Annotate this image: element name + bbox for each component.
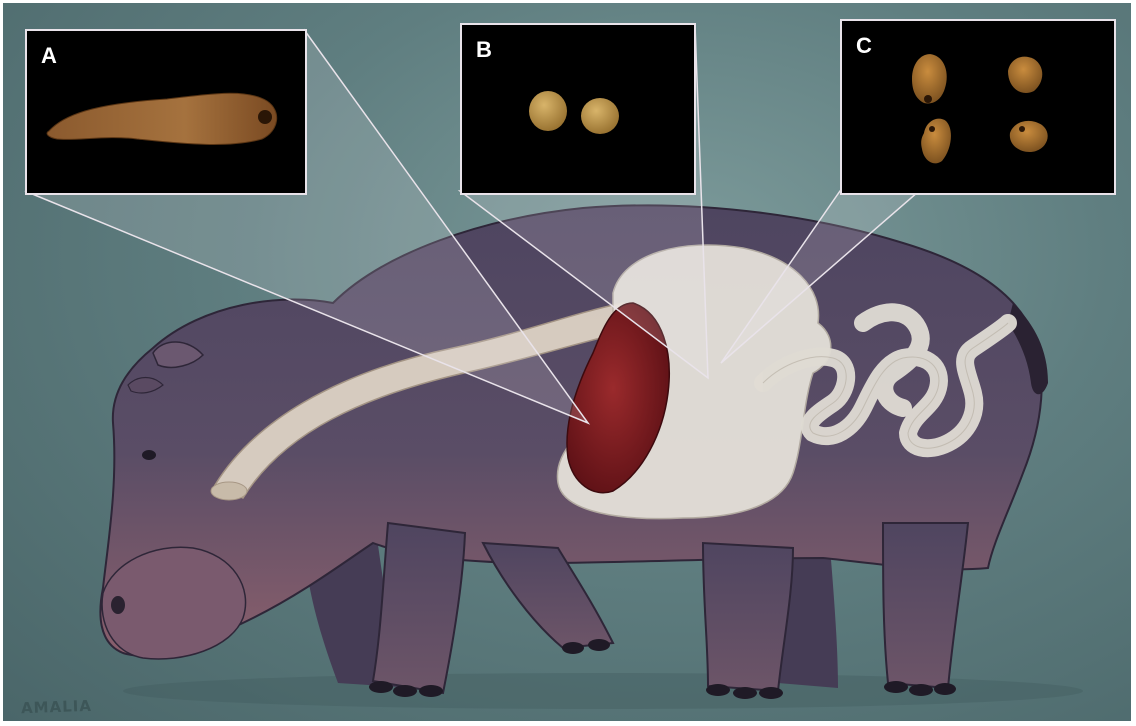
- elongated-fluke-image: [27, 31, 305, 193]
- front-leg: [373, 523, 465, 693]
- hippo-nostril: [111, 596, 125, 614]
- back-leg: [703, 543, 793, 691]
- artist-signature: AMALIA: [21, 697, 92, 717]
- round-eggs-image: [462, 25, 694, 193]
- panel-b: B: [460, 23, 696, 195]
- back-leg-2: [883, 523, 968, 688]
- conical-flukes-image: [842, 21, 1114, 193]
- hippo-eye: [142, 450, 156, 460]
- illustration-frame: A B C: [3, 3, 1131, 721]
- panel-c: C: [840, 19, 1116, 195]
- panel-a: A: [25, 29, 307, 195]
